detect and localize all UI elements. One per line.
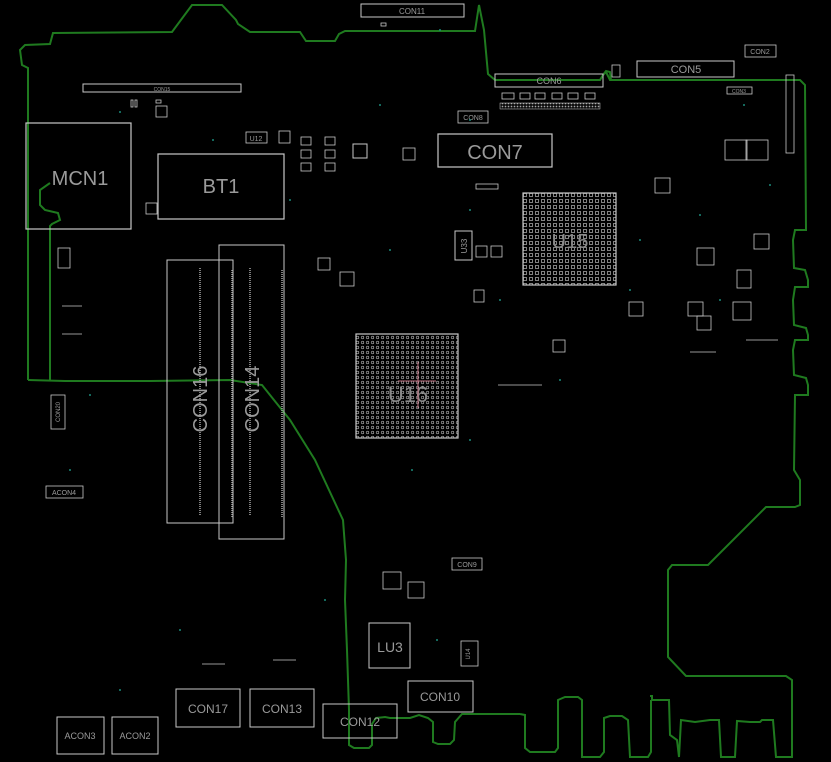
con6[interactable]: CON6 [494, 73, 604, 110]
vias [69, 29, 771, 691]
u14[interactable]: U14 [460, 640, 479, 667]
acon4[interactable]: ACON4 [45, 485, 84, 499]
con17[interactable]: CON17 [175, 688, 241, 728]
acon3-label: ACON3 [64, 731, 95, 741]
con7[interactable]: CON7 [437, 133, 553, 190]
u16[interactable]: U16 [355, 333, 459, 439]
acon2-label: ACON2 [119, 731, 150, 741]
con6-label: CON6 [536, 76, 561, 86]
board-outline [18, 4, 809, 758]
con8[interactable]: CON8 [457, 110, 489, 124]
con10-label: CON10 [420, 690, 460, 704]
con3[interactable]: CON3 [726, 86, 753, 95]
con2-label: CON2 [750, 49, 770, 56]
con7-label: CON7 [467, 142, 523, 164]
con8-label: CON8 [463, 115, 483, 122]
mcn1-label: MCN1 [52, 168, 109, 190]
con11-label: CON11 [399, 7, 426, 16]
lu3[interactable]: LU3 [368, 622, 411, 669]
con9[interactable]: CON9 [451, 557, 483, 571]
con9-label: CON9 [457, 562, 477, 569]
acon3[interactable]: ACON3 [56, 716, 105, 755]
con11[interactable]: CON11 [360, 3, 465, 27]
con17-label: CON17 [188, 702, 228, 716]
con2[interactable]: CON2 [744, 44, 777, 58]
u15[interactable]: U15 [522, 192, 617, 286]
small-connector[interactable] [611, 64, 621, 78]
con15-label: CON15 [154, 87, 171, 93]
mcn1[interactable]: MCN1 [25, 122, 132, 230]
u16-label: U16 [388, 382, 428, 407]
acon4-label: ACON4 [52, 490, 76, 497]
con16-label: CON16 [190, 366, 212, 433]
edge-connector[interactable] [785, 74, 795, 154]
con16[interactable]: CON16 [166, 259, 234, 524]
ic-small[interactable] [407, 581, 425, 599]
con12-label: CON12 [340, 715, 380, 729]
con15[interactable]: CON15 [82, 83, 242, 118]
con14-label: CON14 [242, 366, 264, 433]
u12-label: U12 [250, 136, 263, 143]
con5[interactable]: CON5 [636, 60, 735, 78]
bt1-label: BT1 [203, 176, 240, 198]
con5-label: CON5 [671, 64, 702, 76]
con3-label: CON3 [732, 89, 746, 95]
con13-label: CON13 [262, 702, 302, 716]
u15-label: U15 [552, 231, 589, 253]
u12[interactable]: U12 [245, 130, 416, 172]
con12[interactable]: CON12 [322, 703, 398, 739]
con13[interactable]: CON13 [249, 688, 315, 728]
con20[interactable]: CON20 [50, 394, 66, 430]
con10[interactable]: CON10 [407, 680, 474, 713]
con20-label: CON20 [56, 401, 62, 422]
lu3-label: LU3 [377, 639, 403, 655]
bt1[interactable]: BT1 [145, 153, 285, 220]
acon2[interactable]: ACON2 [111, 716, 159, 755]
u33[interactable]: U33 [454, 230, 503, 303]
con14[interactable]: CON14 [218, 244, 285, 540]
misc-components [57, 139, 778, 665]
u33-label: U33 [460, 238, 469, 253]
ic-small[interactable] [382, 571, 402, 590]
u14-label: U14 [466, 648, 472, 660]
